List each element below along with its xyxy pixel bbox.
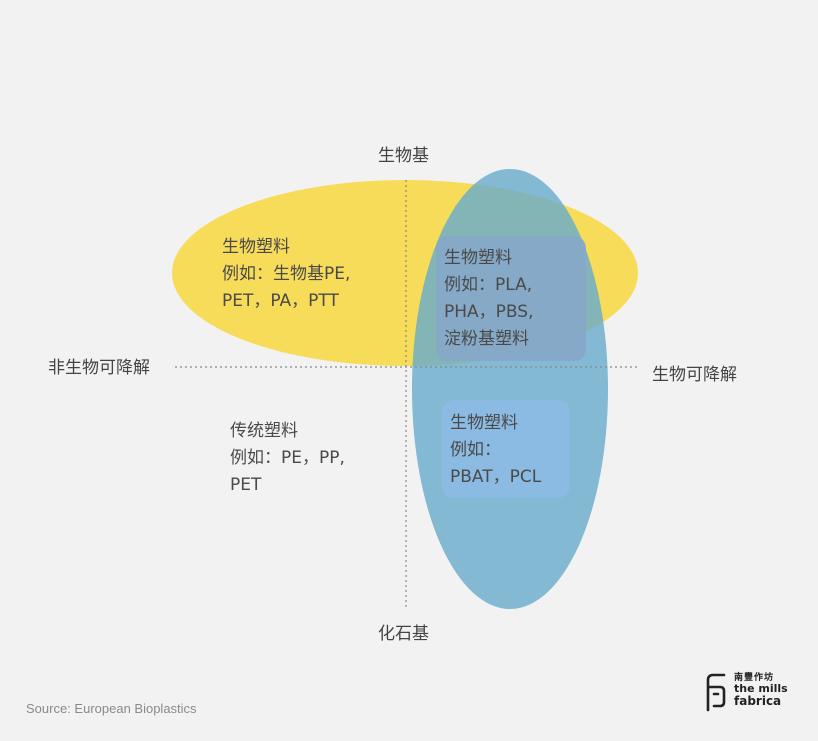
- quadrant-title: 生物塑料: [450, 413, 518, 433]
- quadrant-title: 传统塑料: [230, 421, 298, 441]
- quadrant-title: 生物塑料: [444, 248, 512, 268]
- quadrant-example: PET，PA，PTT: [222, 291, 339, 311]
- quadrant-example: 例如：PLA,: [444, 275, 533, 295]
- quadrant-bio-degradable-fossil: 生物塑料 例如： PBAT，PCL: [450, 410, 541, 491]
- logo-en-line1: the mills: [734, 682, 788, 696]
- quadrant-example: PET: [230, 475, 262, 495]
- quadrant-example: 例如：: [450, 440, 501, 460]
- fabrica-logo-icon: [706, 673, 726, 712]
- quadrant-bio-degradable-biobased: 生物塑料 例如：PLA, PHA，PBS, 淀粉基塑料: [444, 245, 533, 353]
- overlap-highlight-box: [436, 236, 586, 361]
- biodegradable-ellipse: [412, 169, 608, 609]
- quadrant-example: 例如：PE，PP,: [230, 448, 345, 468]
- axis-label-right: 生物可降解: [652, 365, 737, 385]
- quadrant-title: 生物塑料: [222, 237, 290, 257]
- quadrant-bio-nondegradable: 生物塑料 例如：生物基PE, PET，PA，PTT: [222, 234, 350, 315]
- quadrant-traditional: 传统塑料 例如：PE，PP, PET: [230, 418, 345, 499]
- quadrant-example: 淀粉基塑料: [444, 329, 529, 349]
- logo-en-line2: fabrica: [734, 693, 782, 708]
- quadrant-example: 例如：生物基PE,: [222, 264, 351, 284]
- axis-label-bottom: 化石基: [378, 624, 429, 644]
- fabrica-logo: 南豐作坊 the mills fabrica: [704, 672, 794, 712]
- quadrant-example: PBAT，PCL: [450, 467, 542, 487]
- quadrant-example: PHA，PBS,: [444, 302, 534, 322]
- logo-cn: 南豐作坊: [734, 673, 775, 683]
- axis-label-left: 非生物可降解: [48, 358, 150, 378]
- source-caption: Source: European Bioplastics: [26, 701, 197, 716]
- logo-wordmark: 南豐作坊 the mills fabrica: [734, 673, 788, 708]
- axis-label-top: 生物基: [378, 146, 429, 166]
- lower-highlight-box: [442, 400, 570, 498]
